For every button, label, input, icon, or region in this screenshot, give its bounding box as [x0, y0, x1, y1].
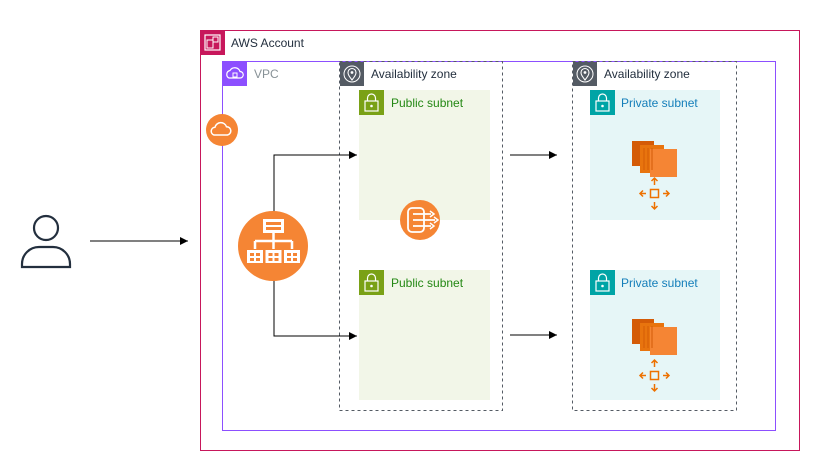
- auto-scaling-icon: [638, 358, 671, 393]
- private-subnet-label-1: Private subnet: [621, 96, 698, 110]
- alb-to-public-subnet-1-arrow: [273, 151, 357, 215]
- public-subnet-label-1: Public subnet: [391, 96, 464, 110]
- account-icon: [200, 30, 225, 55]
- availability-zone-1: [339, 61, 503, 411]
- auto-scaling-icon: [638, 176, 671, 211]
- lock-icon: [359, 90, 384, 115]
- user-icon: [20, 214, 72, 269]
- ec2-instance-icon: [632, 319, 677, 355]
- public-subnet-label-2: Public subnet: [391, 276, 464, 290]
- availability-zone-label-1: Availability zone: [371, 67, 457, 81]
- location-pin-icon: [340, 62, 364, 86]
- lock-icon: [359, 270, 384, 295]
- vpc-label: VPC: [254, 67, 279, 81]
- nat-gateway-icon: [400, 200, 440, 240]
- alb-to-public-subnet-2-arrow: [273, 280, 357, 340]
- availability-zone-label-2: Availability zone: [604, 67, 690, 81]
- lock-icon: [590, 270, 615, 295]
- private-subnet-label-2: Private subnet: [621, 276, 698, 290]
- aws-account-label: AWS Account: [231, 36, 304, 50]
- lock-icon: [590, 90, 615, 115]
- load-balancer-icon: [238, 211, 308, 281]
- ec2-instance-icon: [632, 141, 677, 177]
- vpc-group: [222, 61, 776, 431]
- vpc-icon: [222, 61, 247, 86]
- availability-zone-2: [572, 61, 737, 411]
- location-pin-icon: [573, 62, 597, 86]
- aws-account-group: [200, 30, 800, 451]
- internet-gateway-icon: [206, 114, 238, 146]
